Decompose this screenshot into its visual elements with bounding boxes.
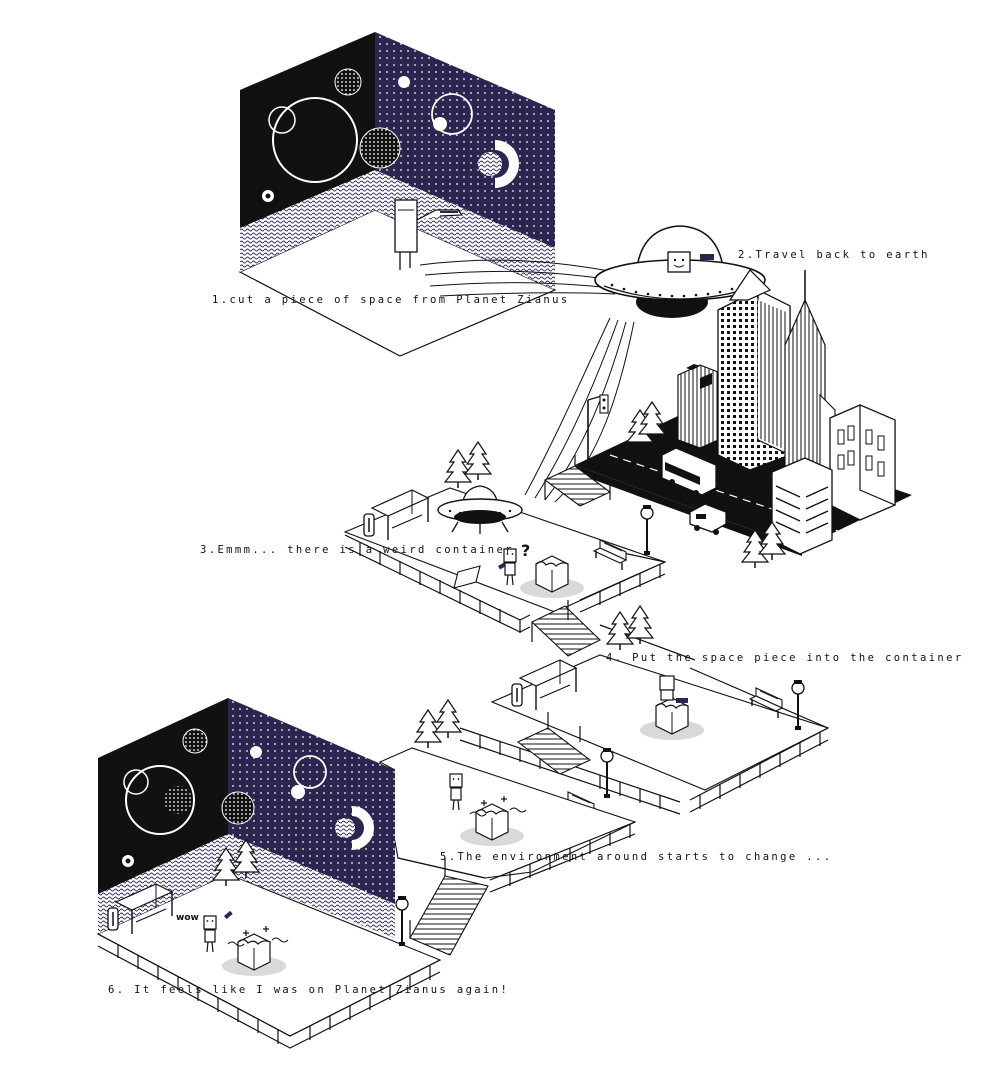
caption-step-6: 6. It feels like I was on Planet Zianus … xyxy=(108,984,509,996)
skyscraper-icon xyxy=(718,270,790,470)
question-mark-label: ? xyxy=(521,541,530,560)
panel-planet-zianus-again: wow 6. It feels like I was on Planet Zia… xyxy=(98,698,509,1048)
caption-step-4: 4. Put the space piece into the containe… xyxy=(606,652,964,664)
wow-label: wow xyxy=(176,913,199,923)
caption-step-1: 1.cut a piece of space from Planet Zianu… xyxy=(212,294,570,306)
caption-step-2: 2.Travel back to earth xyxy=(738,249,930,261)
panel-cut-space: 1.cut a piece of space from Planet Zianu… xyxy=(212,32,615,356)
caption-step-3: 3.Emmm... there is a weird container xyxy=(200,544,514,556)
planet-halftone-icon xyxy=(335,69,361,95)
city-block xyxy=(575,270,912,568)
caption-step-5: 5.The environment around starts to chang… xyxy=(440,851,832,863)
